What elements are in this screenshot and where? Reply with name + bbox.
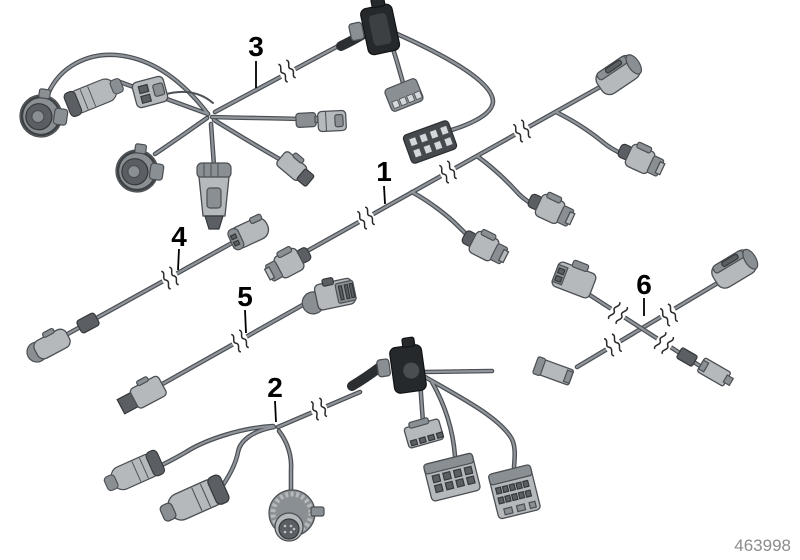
callout-3[interactable]: 3 — [248, 31, 264, 88]
part-number: 463998 — [734, 536, 791, 555]
12-pin-connector — [488, 464, 541, 520]
cylindrical-connector — [591, 49, 647, 99]
sensor-plug — [276, 151, 315, 187]
end-plug-connector — [116, 375, 167, 415]
callout-1[interactable]: 1 — [376, 156, 392, 205]
callout-2-number[interactable]: 2 — [267, 372, 283, 403]
callout-6[interactable]: 6 — [636, 269, 652, 316]
cable-break-mark — [306, 394, 332, 424]
cable-break-mark — [604, 298, 632, 328]
round-socket-connector — [16, 85, 72, 142]
8-pin-connector — [423, 452, 481, 502]
callout-4-number[interactable]: 4 — [171, 221, 187, 252]
holder-bracket — [376, 336, 427, 394]
callout-4[interactable]: 4 — [171, 221, 187, 271]
harness-3 — [16, 0, 493, 230]
branch-plug-connector — [523, 185, 580, 231]
branch-plug-connector — [613, 135, 670, 181]
cable-break-mark — [226, 326, 254, 356]
8-pin-connector — [402, 120, 458, 164]
single-lead-wire — [162, 90, 214, 104]
harness-2 — [100, 336, 541, 542]
callout-3-number[interactable]: 3 — [248, 31, 264, 62]
cylindrical-connector — [196, 162, 232, 230]
holder-bracket — [348, 0, 401, 56]
cable-break-mark — [352, 203, 380, 233]
callout-5[interactable]: 5 — [237, 281, 253, 334]
cable-break-mark — [434, 157, 462, 187]
inline-plug-female — [317, 109, 347, 133]
rubber-boot-connector — [62, 71, 128, 119]
barrel-connector — [100, 448, 167, 498]
round-motor-connector — [268, 489, 325, 542]
ferrite-bead — [676, 347, 698, 367]
cable-break-mark — [650, 328, 678, 358]
ferrite-bead — [76, 312, 100, 334]
square-plug-connector — [551, 259, 597, 299]
square-connector — [131, 75, 169, 109]
callout-5-number[interactable]: 5 — [237, 281, 253, 312]
branch-plug-connector — [457, 221, 514, 269]
callout-6-number[interactable]: 6 — [636, 269, 652, 300]
harness-1 — [259, 49, 670, 286]
right-angle-connector — [301, 277, 357, 315]
flat-plug-connector — [532, 356, 574, 386]
barrel-connector — [155, 472, 232, 529]
harness-4 — [26, 213, 270, 363]
branch-plug-connector — [259, 238, 316, 286]
harness-5 — [116, 277, 357, 415]
4-pin-connector — [384, 78, 424, 112]
cable-break-mark — [599, 330, 627, 360]
4-pin-connector — [403, 417, 445, 449]
callout-1-number[interactable]: 1 — [376, 156, 392, 187]
end-plug-connector — [26, 327, 71, 363]
cable-boot — [347, 362, 385, 391]
round-end-connector — [227, 213, 270, 251]
callout-2[interactable]: 2 — [267, 372, 283, 423]
cable-break-mark — [508, 116, 536, 146]
flat-plug-connector — [697, 357, 735, 387]
harness-6 — [532, 244, 763, 387]
